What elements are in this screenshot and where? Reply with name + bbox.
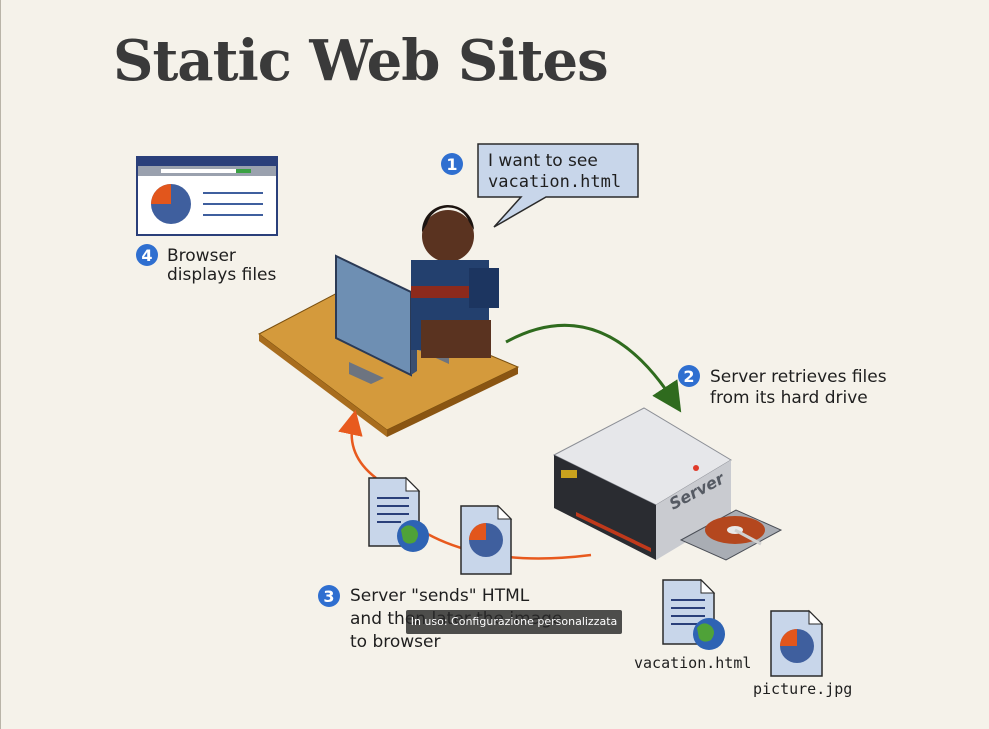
picture-jpg-label: picture.jpg bbox=[753, 680, 852, 698]
step-4-line1: Browser bbox=[167, 246, 236, 266]
step-4-badge: 4 bbox=[136, 244, 158, 266]
step-1-badge: 1 bbox=[441, 153, 463, 175]
step-2-line1: Server retrieves files bbox=[710, 367, 887, 387]
step-2-badge: 2 bbox=[678, 365, 700, 387]
vacation-html-label: vacation.html bbox=[634, 654, 751, 672]
svg-text:4: 4 bbox=[141, 246, 152, 265]
step-2-line2: from its hard drive bbox=[710, 388, 868, 408]
hard-drive-icon bbox=[679, 509, 783, 561]
response-arrow-upper bbox=[338, 409, 377, 479]
speech-bubble bbox=[477, 143, 639, 228]
step-3-badge: 3 bbox=[318, 585, 340, 607]
step-3-line3: to browser bbox=[350, 632, 441, 652]
browser-window-icon bbox=[136, 156, 278, 236]
person-illustration bbox=[411, 205, 499, 358]
step-1-line1: I want to see bbox=[488, 151, 598, 171]
step-1-line2: vacation.html bbox=[488, 172, 621, 192]
status-tooltip: In uso: Configurazione personalizzata bbox=[406, 610, 622, 634]
slide-title: Static Web Sites bbox=[113, 28, 609, 94]
step-3-line1: Server "sends" HTML bbox=[350, 586, 530, 606]
image-file-in-transit-icon bbox=[460, 504, 513, 575]
svg-text:2: 2 bbox=[683, 367, 694, 386]
svg-text:3: 3 bbox=[323, 587, 334, 606]
html-file-in-transit-icon bbox=[368, 476, 429, 552]
svg-text:1: 1 bbox=[446, 155, 457, 174]
picture-jpg-file-icon bbox=[770, 609, 824, 677]
vacation-html-file-icon bbox=[662, 578, 725, 650]
step-4-line2: displays files bbox=[167, 265, 277, 285]
server-illustration: Server bbox=[552, 407, 732, 560]
request-arrow bbox=[505, 323, 682, 413]
